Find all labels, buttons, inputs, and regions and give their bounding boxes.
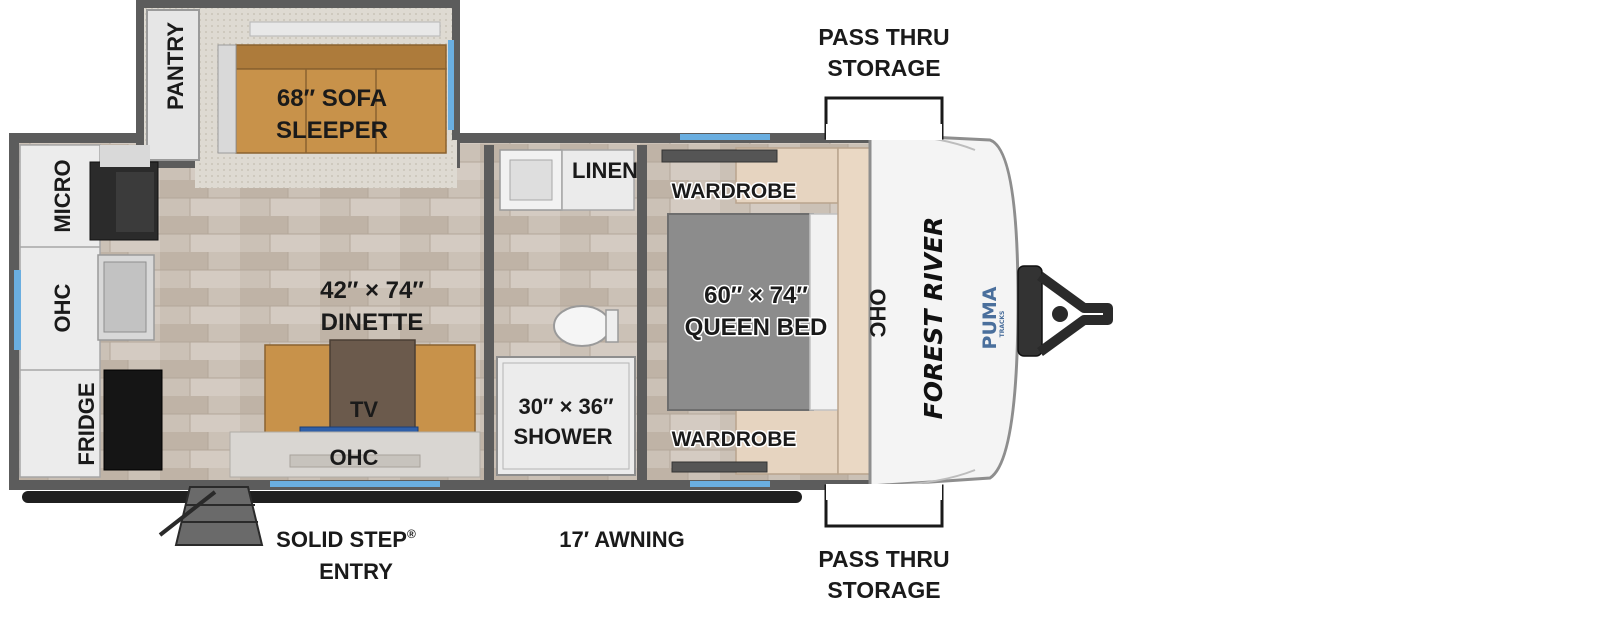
nightstand-top bbox=[661, 149, 778, 163]
label-dinette-size: 42″ × 74″ bbox=[320, 277, 424, 304]
label-tv: TV bbox=[350, 397, 378, 422]
label-wardrobe-top: WARDROBE bbox=[672, 180, 797, 203]
label-micro: MICRO bbox=[50, 159, 75, 232]
pantry-cabinet bbox=[146, 9, 200, 161]
awning-rail bbox=[22, 491, 802, 503]
wardrobe-top bbox=[735, 147, 839, 204]
label-ohc-bedroom: OHC bbox=[865, 289, 890, 338]
sofa-arm-left bbox=[217, 44, 237, 154]
galley-window bbox=[14, 270, 21, 350]
label-pass-thru-top-line2: STORAGE bbox=[827, 55, 940, 81]
label-pass-thru-bottom-line1: PASS THRU bbox=[818, 546, 949, 572]
bedroom-window-bottom bbox=[690, 481, 770, 487]
label-awning: 17′ AWNING bbox=[559, 527, 684, 552]
dinette-bench-right bbox=[404, 344, 476, 436]
dinette-bench-left bbox=[264, 344, 336, 436]
galley-counter bbox=[19, 144, 101, 478]
brand-forest-river: FOREST RIVER bbox=[919, 217, 948, 420]
label-linen: LINEN bbox=[572, 158, 638, 183]
label-fridge: FRIDGE bbox=[74, 382, 99, 465]
brand-puma: PUMA bbox=[979, 286, 1001, 349]
linen-cabinet bbox=[561, 149, 635, 211]
label-pantry: PANTRY bbox=[163, 22, 188, 110]
shower-pan bbox=[496, 356, 636, 476]
nightstand-bottom bbox=[671, 461, 768, 473]
label-bed: QUEEN BED bbox=[685, 314, 828, 341]
label-shower-size: 30″ × 36″ bbox=[518, 394, 614, 419]
registered-mark: ® bbox=[407, 527, 416, 541]
living-window-bottom bbox=[270, 481, 440, 487]
brand-tracks: TRACKS bbox=[999, 311, 1006, 338]
tongue-jack bbox=[1017, 265, 1043, 357]
stove-top bbox=[116, 172, 154, 232]
entry-step bbox=[158, 486, 264, 546]
bedroom-ohc bbox=[837, 147, 871, 475]
bed-pillows bbox=[809, 213, 841, 411]
queen-bed bbox=[667, 213, 814, 411]
sofa-top-trim bbox=[249, 21, 441, 37]
label-bed-size: 60″ × 74″ bbox=[704, 282, 808, 309]
label-shower: SHOWER bbox=[514, 424, 613, 449]
bedroom-window-top bbox=[680, 134, 770, 140]
label-solid-step-line1: SOLID STEP® bbox=[276, 527, 416, 552]
bath-wall-left bbox=[484, 145, 494, 480]
label-pass-thru-top-line1: PASS THRU bbox=[818, 24, 949, 50]
hitch bbox=[1037, 271, 1113, 357]
sofa-back bbox=[235, 44, 447, 70]
label-ohc-front: OHC bbox=[330, 445, 379, 470]
label-ohc-galley: OHC bbox=[50, 283, 75, 332]
label-solid-step-line2: ENTRY bbox=[319, 559, 393, 584]
label-dinette: DINETTE bbox=[321, 309, 424, 336]
slide-window bbox=[448, 40, 454, 130]
solid-step-text: SOLID STEP bbox=[276, 527, 407, 552]
fridge-unit bbox=[103, 369, 163, 471]
toilet bbox=[553, 305, 611, 347]
label-wardrobe-bottom: WARDROBE bbox=[672, 428, 797, 451]
bath-wall-right bbox=[637, 145, 647, 480]
label-sofa-line1: 68″ SOFA bbox=[277, 85, 387, 112]
label-sofa-line2: SLEEPER bbox=[276, 117, 388, 144]
label-pass-thru-bottom-line2: STORAGE bbox=[827, 577, 940, 603]
